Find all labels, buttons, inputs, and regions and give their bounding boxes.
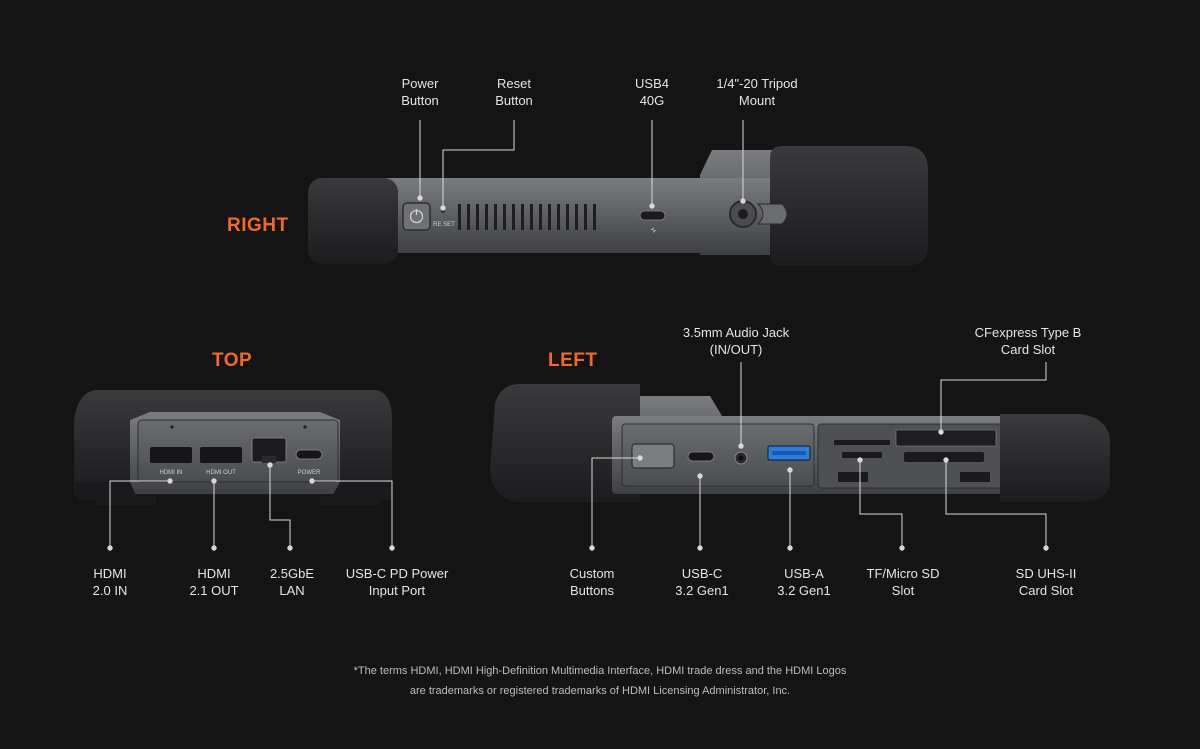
callout-lines: [107, 120, 1049, 551]
sd-slot: [904, 452, 984, 462]
power-print: POWER: [298, 470, 321, 476]
footnote-line-1: *The terms HDMI, HDMI High-Definition Mu…: [353, 665, 847, 677]
right-view-device: [308, 146, 928, 266]
section-left: LEFT: [548, 350, 598, 371]
usbc-port: [687, 451, 715, 462]
thunderbolt-icon: [651, 227, 656, 233]
top-view-device: [74, 390, 392, 505]
right-bumper-left: [308, 178, 398, 264]
footnote: *The terms HDMI, HDMI High-Definition Mu…: [0, 661, 1200, 701]
section-right: RIGHT: [227, 215, 289, 236]
power-button-shape: [402, 202, 431, 231]
footnote-line-2: are trademarks or registered trademarks …: [409, 685, 791, 697]
cfexpress-slot: [895, 429, 997, 447]
custom-button-shape: [631, 443, 675, 469]
vent-slots: [458, 204, 596, 230]
hdmi-in-print: HDMI IN: [160, 470, 183, 476]
reset-print: RE SET: [433, 222, 455, 228]
left-view-device: [490, 384, 1110, 502]
tf-slot: [834, 440, 890, 445]
usbc-pd-port: [295, 449, 323, 460]
section-top: TOP: [212, 350, 253, 371]
usb4-port: [639, 210, 666, 221]
right-bumper-right: [770, 146, 928, 266]
hdmi-out-port: [200, 447, 242, 463]
hdmi-out-print: HDMI OUT: [206, 470, 236, 476]
hdmi-in-port: [150, 447, 192, 463]
label-audio-jack: 3.5mm Audio Jack(IN/OUT): [682, 325, 790, 357]
